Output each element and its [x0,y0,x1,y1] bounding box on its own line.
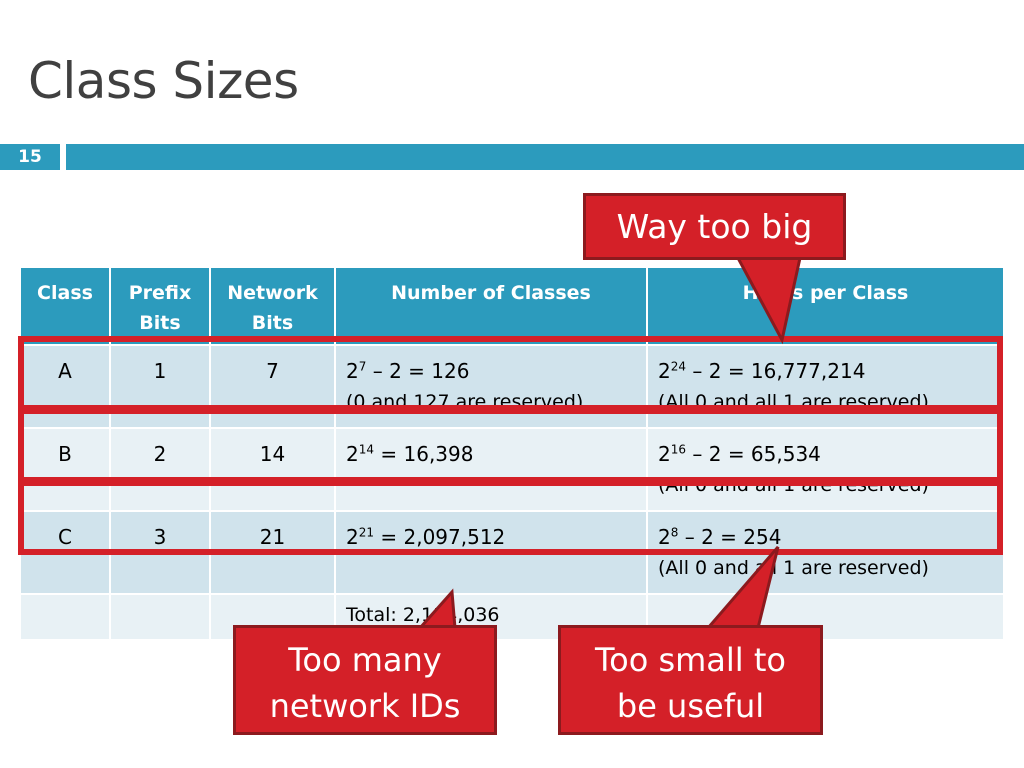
too-small-callout: Too small to be useful [558,625,823,735]
row-b-highlight [18,408,1003,483]
header-class: Class [21,268,111,346]
prefix-cell: 1 [110,345,211,429]
network-cell: 14 [210,428,336,512]
header-number-of-classes: Number of Classes [335,268,648,346]
slide-title: Class Sizes [28,52,299,110]
too-many-network-ids-callout: Too many network IDs [233,625,497,735]
class-cell: A [21,345,111,429]
row-c-highlight [18,480,1003,555]
empty-cell [110,594,211,641]
hosts-cell: 216 – 2 = 65,534 (All 0 and all 1 are re… [647,428,1005,512]
header-network-bits: Network Bits [210,268,336,346]
row-a-highlight [18,336,1003,411]
total-row: Total: 2,114,036 [21,594,1005,641]
num-classes-cell: 214 = 16,398 [335,428,648,512]
network-cell: 7 [210,345,336,429]
header-prefix-bits: Prefix Bits [110,268,211,346]
way-too-big-callout: Way too big [583,193,846,260]
table-row: A 1 7 27 – 2 = 126 (0 and 127 are reserv… [21,345,1005,429]
empty-cell [21,594,111,641]
header-hosts-per-class: Hosts per Class [647,268,1005,346]
header-bar [66,144,1024,170]
table-row: B 2 14 214 = 16,398 216 – 2 = 65,534 (Al… [21,428,1005,512]
table-header-row: Class Prefix Bits Network Bits Number of… [21,268,1005,346]
slide-number: 15 [0,144,60,170]
prefix-cell: 2 [110,428,211,512]
class-cell: B [21,428,111,512]
